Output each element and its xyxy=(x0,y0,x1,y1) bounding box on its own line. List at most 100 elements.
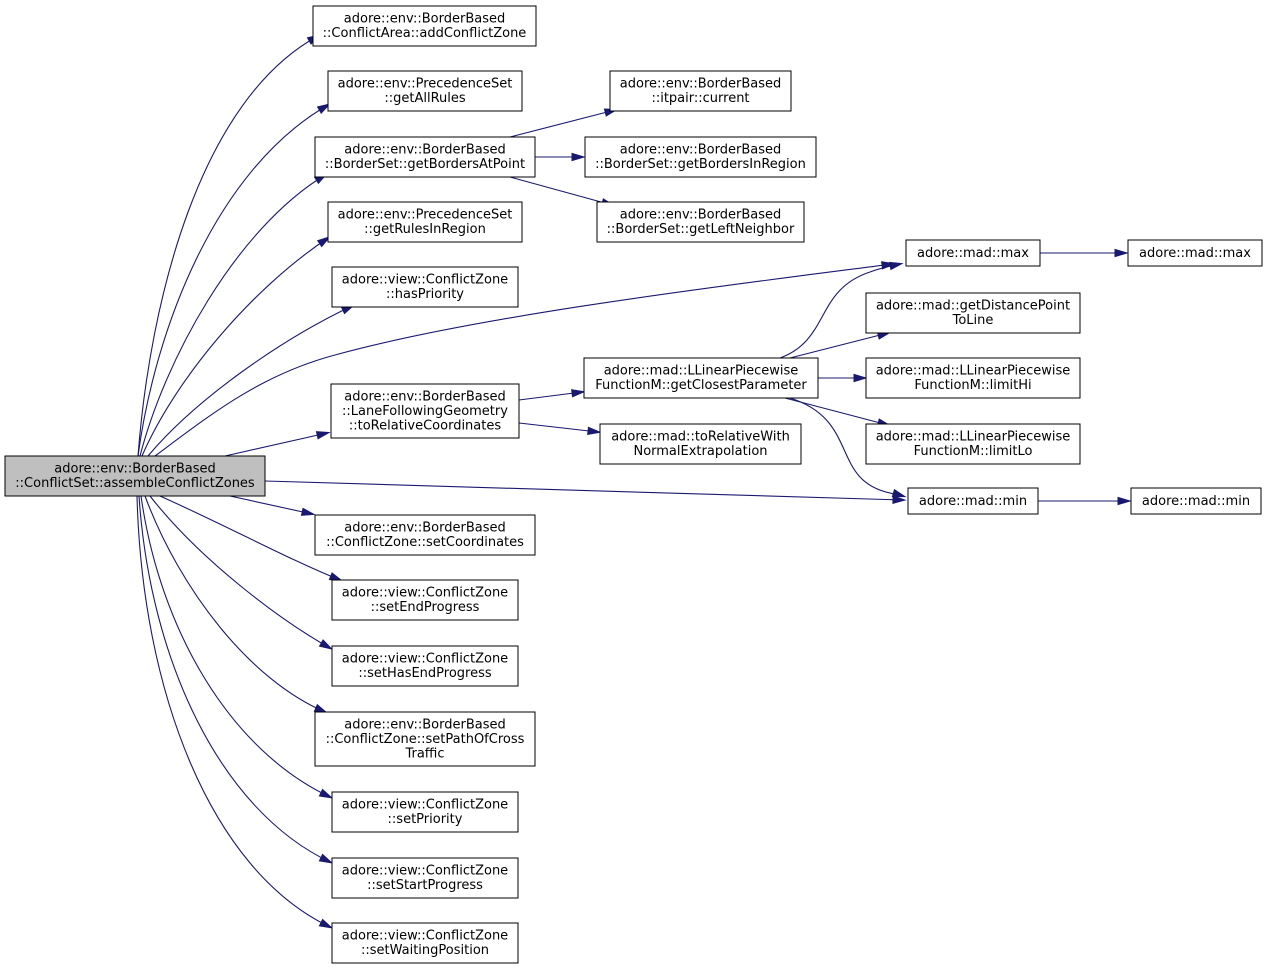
node-addConflictZone[interactable]: adore::env::BorderBased::ConflictArea::a… xyxy=(312,5,537,47)
node-label-line: ::BorderSet::getBordersAtPoint xyxy=(325,157,525,172)
node-box xyxy=(327,70,523,112)
arrowhead-icon xyxy=(300,507,316,516)
node-box xyxy=(331,266,519,308)
node-box xyxy=(865,423,1081,465)
edge-max1-to-max2 xyxy=(1040,248,1129,258)
node-setCoordinates[interactable]: adore::env::BorderBased::ConflictZone::s… xyxy=(314,514,536,556)
node-setEndProgress[interactable]: adore::view::ConflictZone::setEndProgres… xyxy=(331,579,519,621)
node-setWaitingPosition[interactable]: adore::view::ConflictZone::setWaitingPos… xyxy=(331,922,519,964)
node-label-line: adore::view::ConflictZone xyxy=(342,586,508,601)
edge-line xyxy=(518,391,583,401)
edges-layer xyxy=(136,34,1132,929)
node-box xyxy=(1130,487,1262,515)
node-box xyxy=(314,136,536,178)
node-label-line: ::BorderSet::getBordersInRegion xyxy=(595,157,806,172)
node-box xyxy=(327,201,523,243)
node-label-line: ::ConflictSet::assembleConflictZones xyxy=(15,476,255,491)
node-itpairCurrent[interactable]: adore::env::BorderBased::itpair::current xyxy=(609,70,792,112)
arrowhead-icon xyxy=(853,373,868,383)
node-label-line: adore::env::PrecedenceSet xyxy=(338,208,513,223)
node-setHasEndProgress[interactable]: adore::view::ConflictZone::setHasEndProg… xyxy=(331,645,519,687)
arrowhead-icon xyxy=(316,103,332,114)
node-label-line: adore::mad::LLinearPiecewise xyxy=(876,364,1071,379)
arrowhead-icon xyxy=(316,235,332,248)
node-label-line: ::getAllRules xyxy=(384,91,466,106)
arrowhead-icon xyxy=(318,639,334,650)
edge-line xyxy=(509,176,613,206)
nodes-layer: adore::env::BorderBased::ConflictSet::as… xyxy=(4,5,1263,964)
node-label-line: adore::env::BorderBased xyxy=(344,143,505,158)
edge-line xyxy=(779,263,901,359)
edge-line xyxy=(159,495,341,581)
node-min1[interactable]: adore::mad::min xyxy=(907,487,1039,515)
node-box xyxy=(331,579,519,621)
node-box xyxy=(331,922,519,964)
edge-line xyxy=(229,495,313,515)
edge-getClosestParameter-to-getDistancePoint xyxy=(789,331,892,359)
node-label-line: adore::mad::getDistancePoint xyxy=(876,299,1070,314)
node-label-line: ::ConflictZone::setCoordinates xyxy=(326,535,524,550)
node-label-line: ::ConflictZone::setPathOfCross xyxy=(326,732,525,747)
node-limitLo[interactable]: adore::mad::LLinearPiecewiseFunctionM::l… xyxy=(865,423,1081,465)
node-getBordersInRegion[interactable]: adore::env::BorderBased::BorderSet::getB… xyxy=(584,136,817,178)
node-limitHi[interactable]: adore::mad::LLinearPiecewiseFunctionM::l… xyxy=(865,357,1081,399)
node-label-line: adore::env::BorderBased xyxy=(620,77,781,92)
edge-line xyxy=(147,305,353,457)
node-label-line: adore::mad::LLinearPiecewise xyxy=(604,364,799,379)
node-setStartProgress[interactable]: adore::view::ConflictZone::setStartProgr… xyxy=(331,857,519,899)
node-box xyxy=(312,5,537,47)
arrowhead-icon xyxy=(571,152,586,162)
node-box xyxy=(596,201,805,243)
node-label-line: adore::view::ConflictZone xyxy=(342,798,508,813)
node-label-line: FunctionM::limitLo xyxy=(914,444,1033,459)
node-label-line: adore::env::BorderBased xyxy=(344,717,505,732)
node-label-line: Traffic xyxy=(404,746,444,761)
edge-root-to-setWaitingPosition xyxy=(136,495,334,929)
arrowhead-icon xyxy=(318,853,334,864)
edge-toRelativeCoordinates-to-toRelativeWith xyxy=(518,422,602,436)
edge-root-to-addConflictZone xyxy=(137,34,322,457)
edge-line xyxy=(137,35,319,457)
node-label-line: adore::mad::min xyxy=(1142,494,1250,509)
node-label-line: adore::env::BorderBased xyxy=(620,208,781,223)
edge-root-to-getBordersAtPoint xyxy=(139,173,329,457)
arrowhead-icon xyxy=(318,788,334,799)
node-max2[interactable]: adore::mad::max xyxy=(1127,239,1263,267)
node-toRelativeWith[interactable]: adore::mad::toRelativeWithNormalExtrapol… xyxy=(599,423,802,465)
node-getClosestParameter[interactable]: adore::mad::LLinearPiecewiseFunctionM::g… xyxy=(583,357,819,399)
node-label-line: adore::mad::LLinearPiecewise xyxy=(876,430,1071,445)
edge-getClosestParameter-to-max1 xyxy=(779,261,904,359)
edge-line xyxy=(224,432,328,457)
node-min2[interactable]: adore::mad::min xyxy=(1130,487,1262,515)
edge-root-to-setPriority xyxy=(140,495,334,799)
node-getLeftNeighbor[interactable]: adore::env::BorderBased::BorderSet::getL… xyxy=(596,201,805,243)
node-toRelativeCoordinates[interactable]: adore::env::BorderBased::LaneFollowingGe… xyxy=(330,383,520,439)
node-root[interactable]: adore::env::BorderBased::ConflictSet::as… xyxy=(4,455,266,497)
node-getBordersAtPoint[interactable]: adore::env::BorderBased::BorderSet::getB… xyxy=(314,136,536,178)
node-hasPriority[interactable]: adore::view::ConflictZone::hasPriority xyxy=(331,266,519,308)
node-label-line: ::setHasEndProgress xyxy=(358,666,492,681)
node-getRulesInRegion[interactable]: adore::env::PrecedenceSet::getRulesInReg… xyxy=(327,201,523,243)
edge-min1-to-min2 xyxy=(1038,496,1132,506)
node-box xyxy=(865,292,1081,334)
arrowhead-icon xyxy=(888,261,904,271)
edge-line xyxy=(140,495,331,798)
node-label-line: ::hasPriority xyxy=(386,287,464,302)
node-label-line: adore::view::ConflictZone xyxy=(342,652,508,667)
node-label-line: adore::view::ConflictZone xyxy=(342,273,508,288)
edge-root-to-setCoordinates xyxy=(229,495,316,516)
node-getAllRules[interactable]: adore::env::PrecedenceSet::getAllRules xyxy=(327,70,523,112)
node-max1[interactable]: adore::mad::max xyxy=(905,239,1041,267)
node-setPriority[interactable]: adore::view::ConflictZone::setPriority xyxy=(331,791,519,833)
node-label-line: adore::env::BorderBased xyxy=(344,389,505,404)
node-label-line: adore::mad::max xyxy=(917,246,1029,261)
node-box xyxy=(331,791,519,833)
node-label-line: adore::mad::max xyxy=(1139,246,1251,261)
edge-line xyxy=(141,237,329,457)
node-label-line: ToLine xyxy=(952,313,994,328)
edge-line xyxy=(144,495,326,713)
node-setPathOfCrossTraffic[interactable]: adore::env::BorderBased::ConflictZone::s… xyxy=(314,711,536,767)
node-label-line: ::setWaitingPosition xyxy=(361,943,489,958)
node-box xyxy=(584,136,817,178)
